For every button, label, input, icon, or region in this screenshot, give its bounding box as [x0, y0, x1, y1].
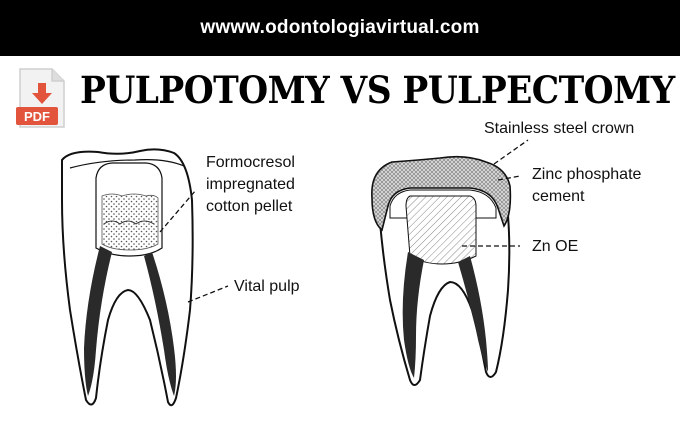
page-title: PULPOTOMY VS PULPECTOMY: [80, 68, 675, 112]
stainless-steel-crown: [371, 155, 512, 232]
label-vital-pulp: Vital pulp: [234, 278, 300, 295]
formocresol-pellet: [101, 193, 159, 251]
pdf-label: PDF: [24, 109, 50, 124]
label-zinc-phosphate-line1: Zinc phosphate: [532, 166, 642, 183]
zoe-filling: [405, 195, 477, 265]
label-zinc-phosphate-line2: cement: [532, 188, 585, 205]
label-formocresol-line1: Formocresol: [206, 154, 295, 171]
pulpectomy-right-canal: [458, 256, 488, 372]
label-zoe: Zn OE: [532, 238, 579, 255]
vital-pulp-left-canal: [84, 246, 112, 396]
label-formocresol-line3: cotton pellet: [206, 198, 293, 215]
pulpectomy-left-canal: [402, 252, 424, 378]
pulpotomy-tooth: [61, 148, 229, 407]
website-url[interactable]: wwww.odontologiavirtual.com: [200, 17, 480, 38]
pulpectomy-tooth: [371, 139, 529, 386]
vital-pulp-right-canal: [144, 252, 176, 396]
pdf-download-icon[interactable]: PDF: [16, 67, 68, 131]
header-bar: wwww.odontologiavirtual.com: [0, 0, 680, 56]
label-stainless-steel-crown: Stainless steel crown: [484, 120, 635, 137]
pulpotomy-enamel-line: [69, 159, 185, 169]
label-formocresol-line2: impregnated: [206, 176, 295, 193]
